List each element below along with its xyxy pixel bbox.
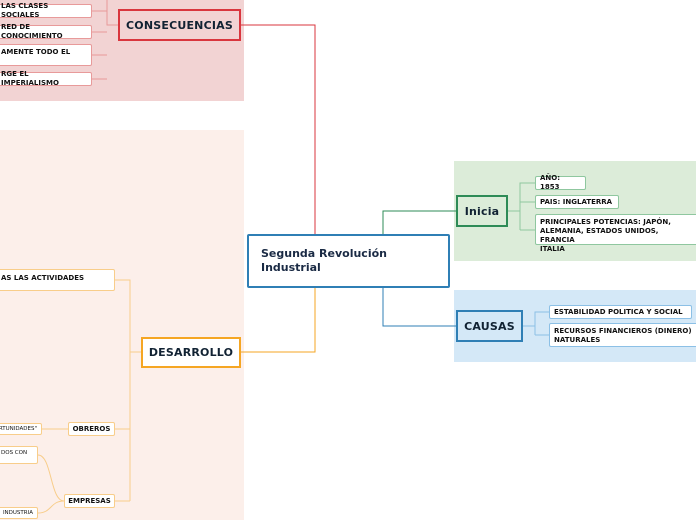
desarrollo-topic[interactable]: DESARROLLO — [141, 337, 241, 368]
empresas-child-2[interactable]: INDUSTRIA — [0, 507, 38, 519]
desarrollo-item-empresas[interactable]: EMPRESAS — [64, 494, 115, 508]
causas-label: CAUSAS — [464, 319, 515, 333]
desarrollo-region — [0, 130, 244, 520]
desarrollo-label: DESARROLLO — [148, 346, 234, 359]
line-causas-children — [523, 311, 549, 336]
line-consecuencias-children — [92, 0, 118, 80]
consecuencias-item-3[interactable]: AMENTE TODO EL — [0, 44, 92, 66]
line-empresas-children — [37, 454, 65, 514]
central-topic[interactable]: Segunda Revolución Industrial — [247, 234, 450, 288]
desarrollo-item-actividades[interactable]: AS LAS ACTIVIDADES — [0, 269, 115, 291]
causas-item-resources[interactable]: RECURSOS FINANCIEROS (DINERO) NATURALES — [549, 323, 696, 347]
inicia-item-year[interactable]: AÑO: 1853 — [535, 174, 586, 191]
consecuencias-item-2[interactable]: RED DE CONOCIMIENTO — [0, 23, 92, 40]
desarrollo-item-obreros[interactable]: OBREROS — [68, 422, 115, 436]
inicia-item-powers[interactable]: PRINCIPALES POTENCIAS: JAPÓN, ALEMANIA, … — [535, 214, 696, 253]
obreros-child[interactable]: RTUNIDADES" — [0, 423, 42, 435]
line-desarrollo-children — [115, 279, 141, 502]
line-central-consecuencias — [241, 24, 316, 234]
central-title-line1: Segunda Revolución — [261, 247, 387, 260]
line-central-inicia — [382, 210, 456, 234]
consecuencias-label: CONSECUENCIAS — [126, 18, 233, 32]
central-title-line2: Industrial — [261, 261, 321, 274]
line-inicia-children — [508, 182, 535, 231]
inicia-topic[interactable]: Inicia — [456, 195, 508, 227]
inicia-item-country[interactable]: PAIS: INGLATERRA — [535, 195, 619, 209]
consecuencias-item-4[interactable]: RGE EL IMPERIALISMO — [0, 70, 92, 87]
line-central-causas — [382, 288, 456, 327]
empresas-child-1[interactable]: DOS CON — [0, 446, 38, 464]
line-central-desarrollo — [241, 288, 316, 353]
inicia-label: Inicia — [464, 204, 500, 218]
causas-topic[interactable]: CAUSAS — [456, 310, 523, 342]
consecuencias-item-1[interactable]: LAS CLASES SOCIALES — [0, 2, 92, 19]
causas-item-stability[interactable]: ESTABILIDAD POLITICA Y SOCIAL — [549, 305, 692, 319]
consecuencias-topic[interactable]: CONSECUENCIAS — [118, 9, 241, 41]
